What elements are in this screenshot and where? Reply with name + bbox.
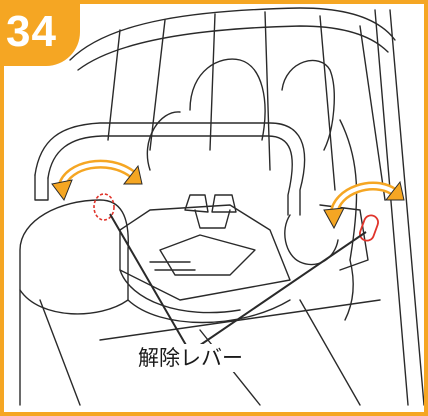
release-lever-label: 解除レバー [136,344,245,372]
rotate-arrow-icon [323,180,405,230]
hinge [284,214,339,266]
harness-buckle [184,194,209,213]
rotate-arrow-icon [51,159,143,202]
step-number: 34 [6,7,57,56]
seat-pad [119,204,291,301]
canopy-outline [69,7,396,61]
step-badge: 34 [0,0,80,66]
frame-tube [374,9,409,406]
seat-back [189,58,266,141]
callout-leader-line [189,231,367,353]
cup-holder [19,199,129,315]
callout-leader-line [109,213,191,353]
bumper-bar [34,122,306,216]
release-lever-highlight-right [359,214,379,242]
release-lever-highlight-left [93,193,115,221]
